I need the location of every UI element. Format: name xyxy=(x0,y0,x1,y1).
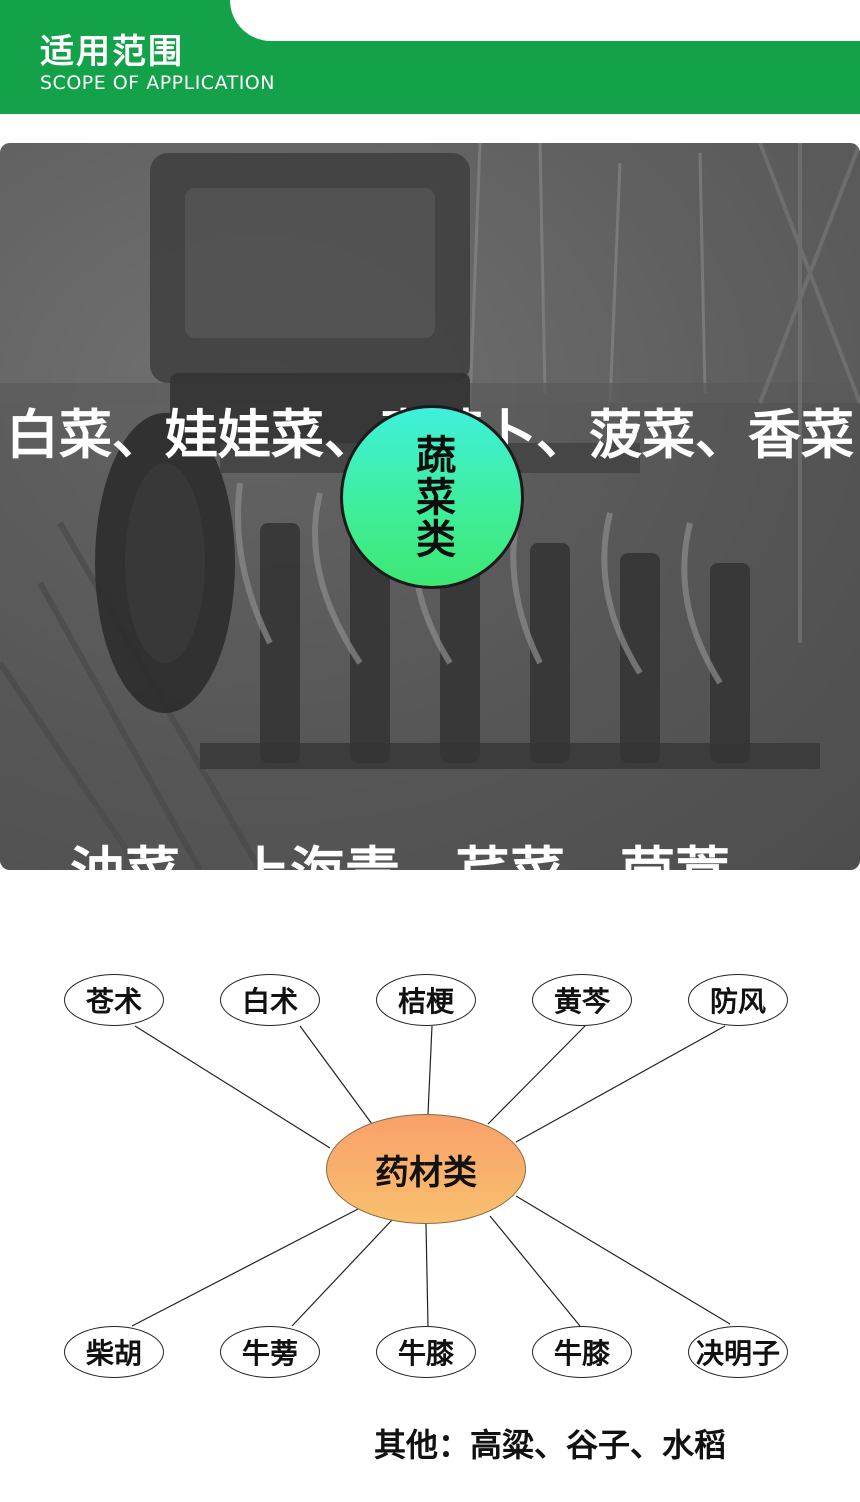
connector-line xyxy=(487,1025,586,1125)
connector-line xyxy=(425,1223,429,1327)
herb-node: 牛膝 xyxy=(532,1326,632,1378)
section-title: 适用范围 xyxy=(40,32,184,72)
connector-line xyxy=(427,1025,433,1115)
connector-line xyxy=(134,1025,331,1149)
herb-node: 柴胡 xyxy=(64,1326,164,1378)
herb-node: 苍术 xyxy=(64,974,164,1026)
herb-node: 桔梗 xyxy=(376,974,476,1026)
section-header: 适用范围 SCOPE OF APPLICATION xyxy=(0,0,860,114)
connector-line xyxy=(515,1025,726,1143)
herb-node: 白术 xyxy=(220,974,320,1026)
herbs-category-node: 药材类 xyxy=(326,1114,526,1224)
herb-node: 黄芩 xyxy=(532,974,632,1026)
section-subtitle: SCOPE OF APPLICATION xyxy=(40,72,275,94)
connector-line xyxy=(131,1207,361,1327)
connector-line xyxy=(299,1025,373,1125)
connector-line xyxy=(291,1219,393,1327)
header-white-tab xyxy=(230,0,860,41)
vegetables-category-badge: 蔬菜类 xyxy=(340,405,524,589)
vegetables-category-label: 蔬菜类 xyxy=(409,434,455,560)
vegetables-line-2: 油菜、上海青、芹菜、茼蒿 xyxy=(0,828,800,870)
herb-node: 牛膝 xyxy=(376,1326,476,1378)
herb-node: 防风 xyxy=(688,974,788,1026)
connector-line xyxy=(489,1215,581,1327)
herb-node: 决明子 xyxy=(688,1326,788,1378)
herb-node: 牛蒡 xyxy=(220,1326,320,1378)
connector-line xyxy=(515,1195,731,1325)
other-crops-text: 其他：高粱、谷子、水稻 xyxy=(374,1426,727,1464)
